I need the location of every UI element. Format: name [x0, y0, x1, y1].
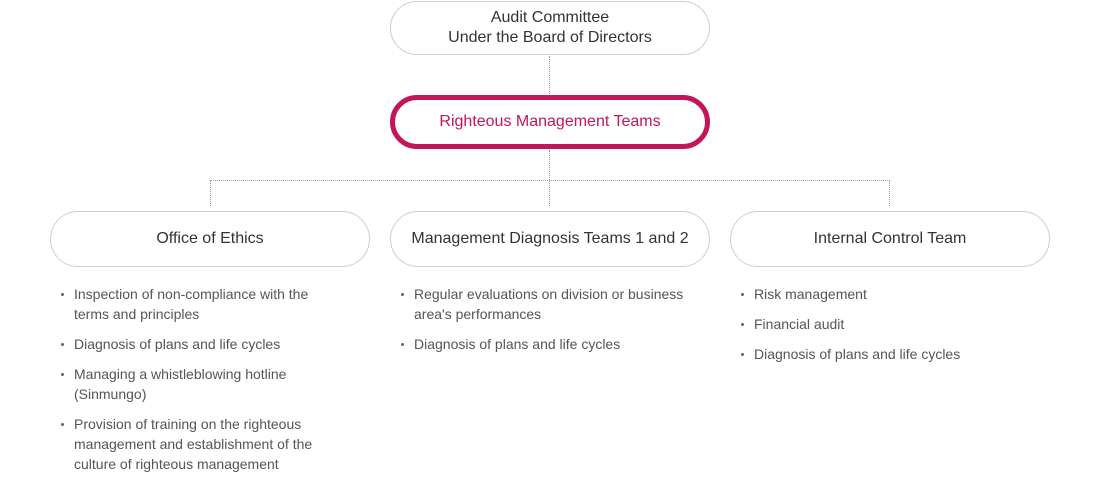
righteous-management-node: Righteous Management Teams [390, 95, 710, 149]
connector-audit-to-center [549, 56, 550, 94]
team-name: Internal Control Team [813, 230, 967, 247]
connector-branch-horizontal [210, 180, 890, 181]
connector-branch-left [210, 180, 211, 206]
duty-item: Diagnosis of plans and life cycles [730, 344, 1030, 364]
duties-list-office-of-ethics: Inspection of non-compliance with the te… [50, 284, 320, 484]
duty-item: Risk management [730, 284, 1030, 304]
duty-item: Inspection of non-compliance with the te… [50, 284, 320, 324]
team-node-internal-control: Internal Control Team [730, 211, 1050, 267]
righteous-management-label: Righteous Management Teams [439, 113, 661, 130]
duty-item: Diagnosis of plans and life cycles [390, 334, 690, 354]
connector-branch-right [889, 180, 890, 206]
duty-item: Provision of training on the righteous m… [50, 414, 320, 474]
team-name: Management Diagnosis Teams 1 and 2 [411, 230, 689, 247]
team-node-office-of-ethics: Office of Ethics [50, 211, 370, 267]
audit-committee-node: Audit Committee Under the Board of Direc… [390, 1, 710, 55]
duty-item: Managing a whistleblowing hotline (Sinmu… [50, 364, 320, 404]
duty-item: Financial audit [730, 314, 1030, 334]
duties-list-management-diagnosis: Regular evaluations on division or busin… [390, 284, 690, 364]
connector-center-to-branch [549, 150, 550, 180]
duties-list-internal-control: Risk management Financial audit Diagnosi… [730, 284, 1030, 374]
audit-committee-line2: Under the Board of Directors [448, 29, 652, 46]
connector-branch-middle [549, 180, 550, 206]
team-name: Office of Ethics [156, 230, 264, 247]
duty-item: Diagnosis of plans and life cycles [50, 334, 320, 354]
duty-item: Regular evaluations on division or busin… [390, 284, 690, 324]
team-node-management-diagnosis: Management Diagnosis Teams 1 and 2 [390, 211, 710, 267]
audit-committee-line1: Audit Committee [490, 9, 610, 26]
